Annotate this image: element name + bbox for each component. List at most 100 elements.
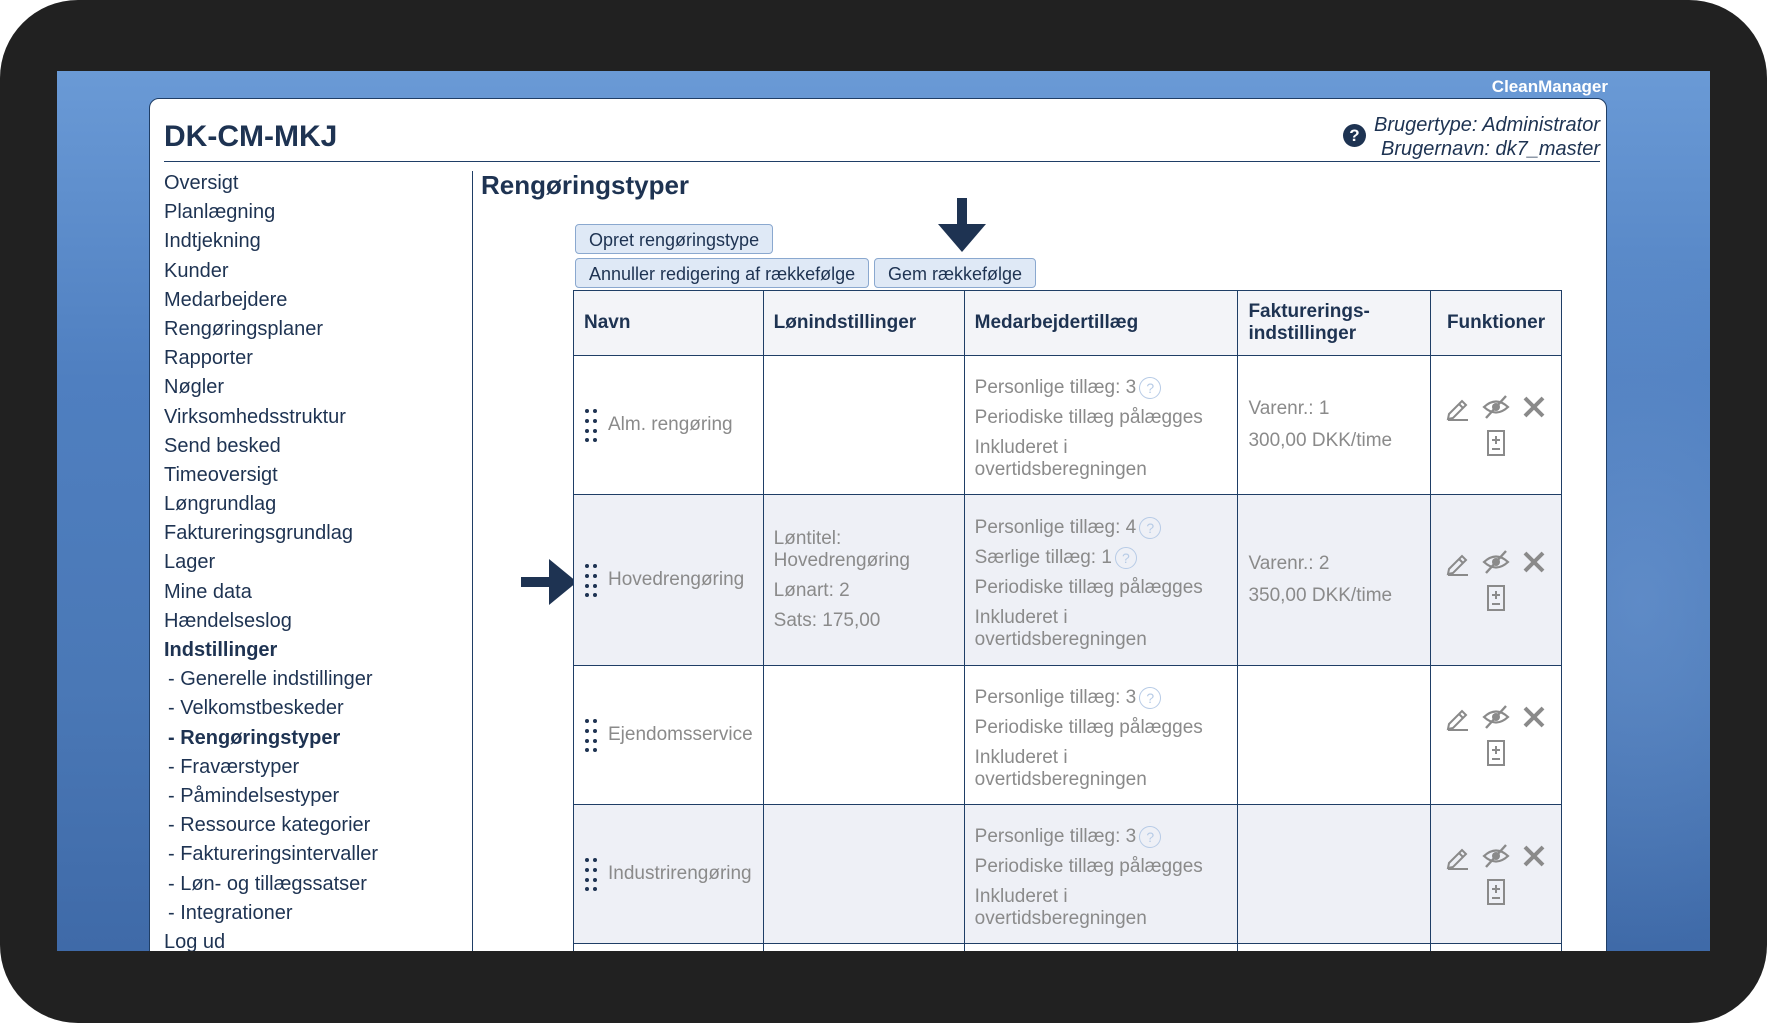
- question-icon[interactable]: ?: [1139, 825, 1162, 848]
- sidebar-subitem-faktureringsintervaller[interactable]: - Faktureringsintervaller: [168, 843, 379, 866]
- calculator-icon[interactable]: [1481, 583, 1511, 613]
- functions-cell: [1430, 804, 1562, 944]
- sidebar-subitem-fravaerstyper[interactable]: - Fraværstyper: [168, 755, 300, 778]
- sidebar-subitem-lon-og-tillaegssatser[interactable]: - Løn- og tillægssatser: [168, 872, 367, 895]
- sidebar-subitem-integrationer[interactable]: - Integrationer: [168, 901, 293, 924]
- save-order-button[interactable]: Gem rækkefølge: [874, 258, 1037, 288]
- personal-supplements: Personlige tillæg: 3: [974, 826, 1137, 847]
- column-header-wage[interactable]: Lønindstillinger: [762, 290, 965, 356]
- question-icon[interactable]: ?: [1139, 686, 1162, 709]
- user-type: Brugertype: Administrator: [1373, 114, 1600, 136]
- calculator-icon[interactable]: [1481, 877, 1511, 907]
- edit-pencil-icon[interactable]: [1443, 392, 1473, 422]
- sidebar-subitem-ressource-kategorier[interactable]: - Ressource kategorier: [168, 814, 371, 837]
- functions-cell: [1430, 943, 1562, 951]
- billing-cell: [1237, 943, 1432, 951]
- sidebar-item-oversigt[interactable]: Oversigt: [164, 172, 239, 194]
- cleaning-types-table: Navn Lønindstillinger Medarbejdertillæg …: [573, 290, 1562, 951]
- sidebar-item-mine-data[interactable]: Mine data: [164, 580, 252, 603]
- sidebar-item-haendelseslog[interactable]: Hændelseslog: [164, 609, 292, 632]
- functions-cell: [1430, 494, 1562, 666]
- edit-pencil-icon[interactable]: [1443, 702, 1473, 732]
- help-icon[interactable]: ?: [1343, 124, 1366, 147]
- column-header-name[interactable]: Navn: [573, 290, 764, 356]
- hourly-price: 300,00 DKK/time: [1248, 430, 1393, 451]
- functions-cell: [1430, 355, 1562, 495]
- drag-handle-icon[interactable]: [584, 408, 598, 442]
- edit-pencil-icon[interactable]: [1443, 547, 1473, 577]
- question-icon[interactable]: ?: [1114, 547, 1137, 569]
- wage-cell: [762, 665, 965, 805]
- edit-pencil-icon[interactable]: [1443, 841, 1473, 871]
- item-number: Varenr.: 1: [1248, 398, 1330, 419]
- calculator-icon[interactable]: [1481, 738, 1511, 768]
- sidebar-item-rengoringsplaner[interactable]: Rengøringsplaner: [164, 317, 323, 340]
- company-name: DK-CM-MKJ: [164, 120, 338, 153]
- brand-label: CleanManager: [1491, 77, 1608, 96]
- delete-x-icon[interactable]: [1519, 841, 1549, 871]
- drag-handle-icon[interactable]: [584, 718, 598, 752]
- hide-eye-icon[interactable]: [1481, 547, 1511, 577]
- overtime-label: overtidsberegningen: [974, 629, 1147, 651]
- column-header-billing[interactable]: Fakturerings-indstillinger: [1237, 290, 1432, 356]
- sidebar-item-nogler[interactable]: Nøgler: [164, 376, 225, 399]
- hide-eye-icon[interactable]: [1481, 392, 1511, 422]
- column-header-supplements[interactable]: Medarbejdertillæg: [963, 290, 1239, 356]
- sidebar-item-lager[interactable]: Lager: [164, 551, 216, 574]
- hide-eye-icon[interactable]: [1481, 702, 1511, 732]
- drag-handle-icon[interactable]: [584, 857, 598, 891]
- item-number: Varenr.: 2: [1248, 553, 1330, 574]
- sidebar-subitem-generelle-indstillinger[interactable]: - Generelle indstillinger: [168, 668, 373, 691]
- cancel-order-edit-button[interactable]: Annuller redigering af rækkefølge: [575, 258, 870, 288]
- sidebar-item-medarbejdere[interactable]: Medarbejdere: [164, 288, 288, 311]
- periodic-supplements: Periodiske tillæg pålægges: [974, 717, 1203, 738]
- overtime-label: overtidsberegningen: [974, 459, 1147, 480]
- name-cell: Industrirengøring: [573, 804, 764, 944]
- billing-cell: [1237, 665, 1432, 805]
- row-name: Hovedrengøring: [608, 569, 745, 590]
- name-cell: Hovedrengøring: [573, 494, 764, 666]
- sidebar-item-faktureringsgrundlag[interactable]: Faktureringsgrundlag: [164, 522, 353, 545]
- sidebar-item-rapporter[interactable]: Rapporter: [164, 347, 253, 370]
- sidebar-item-log-ud[interactable]: Log ud: [164, 930, 226, 951]
- billing-cell: Varenr.: 1 300,00 DKK/time: [1237, 355, 1432, 495]
- sidebar-item-indtjekning[interactable]: Indtjekning: [164, 230, 261, 253]
- delete-x-icon[interactable]: [1519, 702, 1549, 732]
- wage-cell: Løntitel: Hovedrengøring Lønart: 2 Sats:…: [762, 494, 965, 666]
- sidebar-item-longrundlag[interactable]: Løngrundlag: [164, 493, 277, 516]
- wage-rate: Sats: 175,00: [773, 610, 881, 631]
- create-cleaning-type-button[interactable]: Opret rengøringstype: [575, 224, 774, 254]
- supplements-cell: Personlige tillæg: 4? Særlige tillæg: 1?…: [963, 494, 1239, 666]
- sidebar-item-indstillinger[interactable]: Indstillinger: [164, 639, 278, 661]
- sidebar-subitem-rengoringstyper[interactable]: - Rengøringstyper: [168, 726, 341, 749]
- question-icon[interactable]: ?: [1139, 376, 1162, 399]
- functions-cell: [1430, 665, 1562, 805]
- delete-x-icon[interactable]: [1519, 392, 1549, 422]
- row-name: Ejendomsservice: [608, 724, 753, 745]
- delete-x-icon[interactable]: [1519, 547, 1549, 577]
- hide-eye-icon[interactable]: [1481, 841, 1511, 871]
- table-row: Hovedrengøring Løntitel: Hovedrengøring …: [573, 494, 1562, 666]
- sidebar-item-planlaegning[interactable]: Planlægning: [164, 201, 276, 224]
- name-cell: Ejendomsservice: [573, 665, 764, 805]
- periodic-supplements: Periodiske tillæg pålægges: [974, 856, 1203, 877]
- sidebar-item-timeoversigt[interactable]: Timeoversigt: [164, 463, 278, 486]
- sidebar-item-send-besked[interactable]: Send besked: [164, 434, 281, 457]
- question-icon[interactable]: ?: [1139, 516, 1162, 539]
- table-header-row: Navn Lønindstillinger Medarbejdertillæg …: [573, 290, 1562, 356]
- name-cell: [573, 943, 764, 951]
- sidebar-divider: [472, 171, 473, 951]
- supplements-cell: [963, 943, 1239, 951]
- sidebar-item-kunder[interactable]: Kunder: [164, 259, 229, 282]
- user-info: Brugertype: Administrator Brugernavn: dk…: [1374, 113, 1600, 161]
- drag-handle-icon[interactable]: [584, 563, 598, 597]
- table-row: Alm. rengøring Personlige tillæg: 3? Per…: [573, 355, 1562, 495]
- table-row: Ejendomsservice Personlige tillæg: 3? Pe…: [573, 665, 1562, 805]
- sidebar-subitem-pamindelsestyper[interactable]: - Påmindelsestyper: [168, 784, 340, 807]
- included-label: Inkluderet i: [974, 607, 1068, 629]
- sidebar-item-virksomhedsstruktur[interactable]: Virksomhedsstruktur: [164, 405, 346, 428]
- supplements-cell: Personlige tillæg: 3? Periodiske tillæg …: [963, 804, 1239, 944]
- sidebar-subitem-velkomstbeskeder[interactable]: - Velkomstbeskeder: [168, 697, 344, 720]
- calculator-icon[interactable]: [1481, 428, 1511, 458]
